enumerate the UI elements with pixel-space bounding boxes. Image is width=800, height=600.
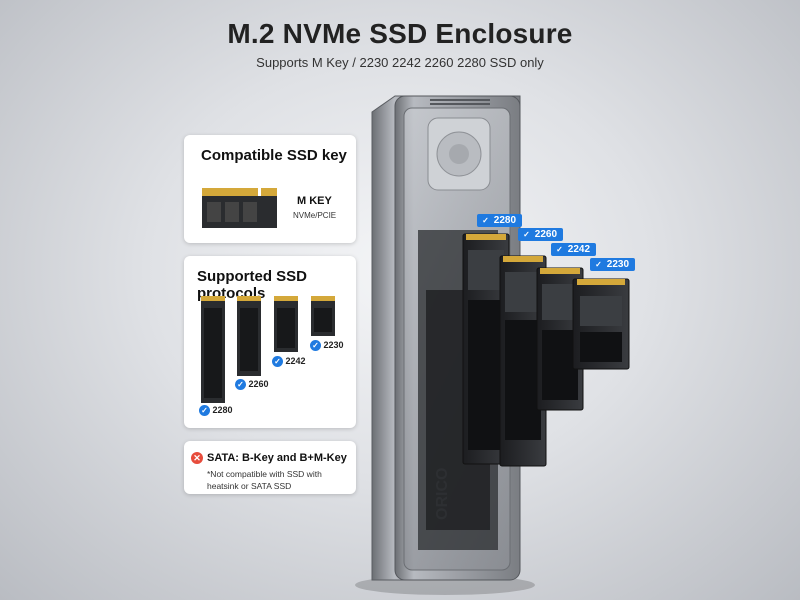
size-label-2260: ✓ 2260 <box>235 379 269 391</box>
sata-card: ✕ SATA: B-Key and B+M-Key *Not compatibl… <box>184 441 356 494</box>
ssd-sizes-illustration <box>201 296 335 403</box>
tag-2280: ✓ 2280 <box>477 214 523 228</box>
key-label: M KEY <box>297 195 332 207</box>
check-icon: ✓ <box>235 379 246 391</box>
ssd-2280 <box>462 233 510 465</box>
sata-title: SATA: B-Key and B+M-Key <box>207 452 347 464</box>
sata-note: *Not compatible with SSD with heatsink o… <box>207 469 322 491</box>
page-subtitle: Supports M Key / 2230 2242 2260 2280 SSD… <box>256 55 544 70</box>
ssd-2230 <box>572 278 630 370</box>
check-icon: ✓ <box>480 215 491 226</box>
card-title: Compatible SSD key <box>201 147 347 164</box>
size-label-2230: ✓ 2230 <box>310 340 344 352</box>
size-label-2242: ✓ 2242 <box>272 356 306 368</box>
ssd-2242 <box>536 267 584 411</box>
check-icon: ✓ <box>593 259 604 270</box>
m-key-ssd-illustration <box>202 188 277 228</box>
ssd-2260 <box>499 255 547 467</box>
check-icon: ✓ <box>554 244 565 255</box>
tag-2260: ✓ 2260 <box>518 228 564 242</box>
protocols-card: Supported SSD protocols ✓ 2280 ✓ 2260 ✓ … <box>184 256 356 428</box>
compatible-key-card: Compatible SSD key M KEY NVMe/PCIE <box>184 135 356 243</box>
size-label-2280: ✓ 2280 <box>199 405 233 417</box>
brand-logo: ORICO <box>434 468 451 520</box>
tag-2242: ✓ 2242 <box>551 243 597 257</box>
check-icon: ✓ <box>199 405 210 417</box>
x-icon: ✕ <box>191 452 203 464</box>
check-icon: ✓ <box>272 356 283 368</box>
check-icon: ✓ <box>521 229 532 240</box>
page-title: M.2 NVMe SSD Enclosure <box>227 18 573 49</box>
tag-2230: ✓ 2230 <box>590 258 636 272</box>
check-icon: ✓ <box>310 340 321 352</box>
key-sublabel: NVMe/PCIE <box>293 211 337 220</box>
